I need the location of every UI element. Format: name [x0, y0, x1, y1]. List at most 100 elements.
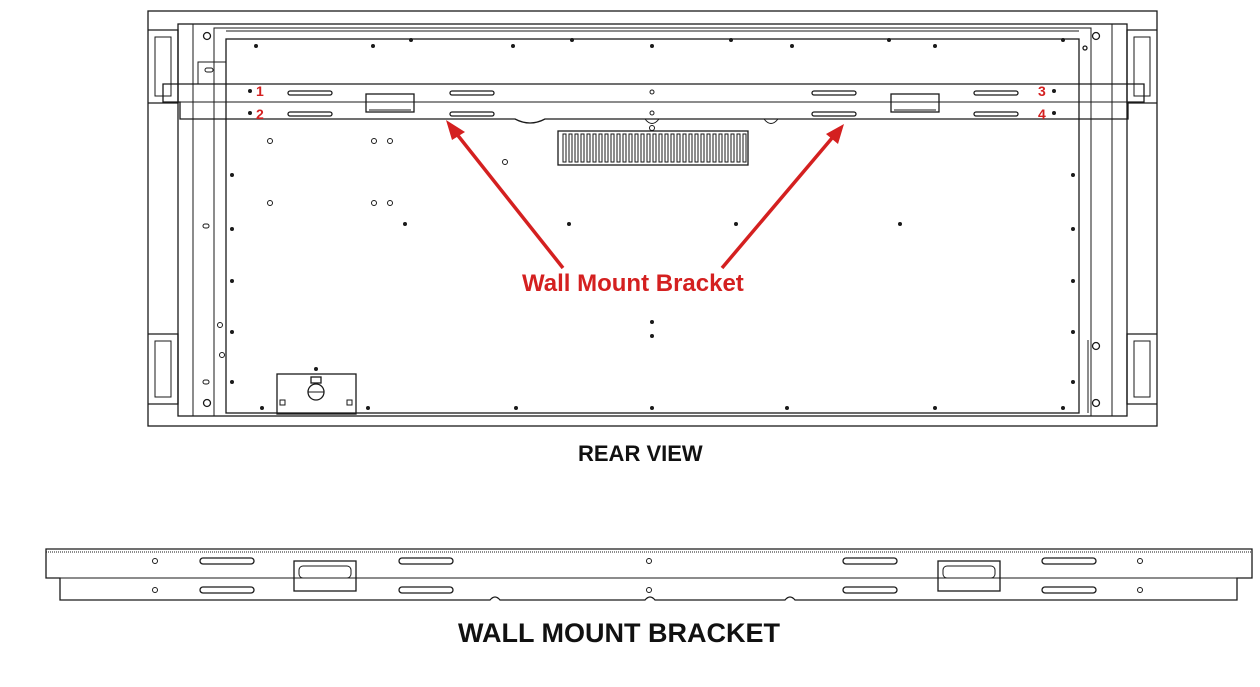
hole-label-4: 4: [1038, 106, 1046, 122]
screw-hole: [933, 406, 937, 410]
screw-hole: [260, 406, 264, 410]
left-slot-2: [202, 379, 210, 385]
connector-screw-right: [346, 399, 353, 406]
bracket-detail-handle-left-grip: [298, 565, 352, 579]
screw-hole: [729, 38, 733, 42]
screw-hole: [1071, 227, 1075, 231]
left-top-ear-inner: [154, 36, 172, 97]
bracket-detail: [45, 548, 1253, 601]
vent-slat: [580, 133, 585, 163]
callout-arrow-right: [720, 129, 840, 270]
screw-hole: [887, 38, 891, 42]
mount-hole: [387, 138, 393, 144]
screw-hole: [1061, 38, 1065, 42]
screw-hole: [570, 38, 574, 42]
hole-label-1: 1: [256, 83, 264, 99]
bracket-detail-outline: [45, 548, 1253, 601]
mount-hole: [387, 200, 393, 206]
mount-hole: [371, 200, 377, 206]
screw-hole: [403, 222, 407, 226]
screw-hole: [366, 406, 370, 410]
vent-slat: [664, 133, 669, 163]
screw-hole: [650, 44, 654, 48]
rear-bracket: [162, 83, 1145, 124]
screw-hole: [230, 227, 234, 231]
vent-slat: [676, 133, 681, 163]
screw-hole: [248, 89, 252, 93]
bracket-handle-left: [365, 93, 415, 113]
screw-hole: [650, 320, 654, 324]
vent-slat: [742, 133, 747, 163]
bracket-caption: WALL MOUNT BRACKET: [458, 618, 780, 648]
right-bottom-ear: [1126, 333, 1157, 405]
screw-hole: [650, 406, 654, 410]
mount-hole: [371, 138, 377, 144]
connector-box-outline: [276, 373, 357, 415]
left-tab: [197, 61, 227, 85]
vent-slat: [688, 133, 693, 163]
vent-slat: [634, 133, 639, 163]
mount-hole: [267, 200, 273, 206]
screw-hole: [371, 44, 375, 48]
screw-hole: [230, 279, 234, 283]
mount-hole: [649, 125, 655, 131]
vent-grille: [557, 130, 749, 166]
screw-hole: [790, 44, 794, 48]
hole-label-3: 3: [1038, 83, 1046, 99]
screw-hole: [734, 222, 738, 226]
screw-hole: [409, 38, 413, 42]
screw-hole: [1061, 406, 1065, 410]
screw-hole: [1071, 279, 1075, 283]
screw-hole: [248, 111, 252, 115]
screw-hole: [254, 44, 258, 48]
bracket-notch-center: [644, 118, 660, 124]
corner-screws: [202, 31, 1101, 408]
screw-hole: [230, 380, 234, 384]
vent-slat: [616, 133, 621, 163]
right-bottom-ear-inner: [1133, 340, 1151, 398]
mount-hole: [502, 159, 508, 165]
vent-slat: [682, 133, 687, 163]
bracket-detail-holes: [152, 558, 1143, 593]
screw-hole: [898, 222, 902, 226]
vent-slat: [574, 133, 579, 163]
vent-slat: [712, 133, 717, 163]
vent-slat: [718, 133, 723, 163]
screw-hole: [1071, 173, 1075, 177]
left-bottom-ear-inner: [154, 340, 172, 398]
screw-hole: [1071, 330, 1075, 334]
vent-slat: [700, 133, 705, 163]
rear-view-caption: REAR VIEW: [578, 441, 703, 466]
screw-hole: [567, 222, 571, 226]
outer-frame: [147, 10, 1158, 427]
mount-hole: [219, 352, 225, 358]
screw-holes: [217, 38, 1075, 410]
left-slot-1: [202, 223, 210, 229]
bracket-detail-handle-right-grip: [942, 565, 996, 579]
vent-slat: [730, 133, 735, 163]
vent-slat: [658, 133, 663, 163]
hole-label-2: 2: [256, 106, 264, 122]
left-bottom-ear: [148, 333, 179, 405]
vent-slat: [592, 133, 597, 163]
back-cover: [225, 38, 1080, 414]
vent-slat: [646, 133, 651, 163]
screw-hole: [230, 173, 234, 177]
vent-slat: [652, 133, 657, 163]
screw-hole: [1071, 380, 1075, 384]
screw-hole: [314, 367, 318, 371]
left-tab-slot: [204, 67, 214, 73]
bracket-center-hole-bottom: [649, 110, 655, 116]
screw-hole: [1052, 111, 1056, 115]
bracket-detail-slots: [199, 557, 1097, 594]
connector-screw-left: [279, 399, 286, 406]
mount-hole: [217, 322, 223, 328]
right-top-ear: [1126, 29, 1157, 104]
screw-hole: [933, 44, 937, 48]
vent-slat: [598, 133, 603, 163]
rear-view-panel: [147, 10, 1158, 427]
vent-slat: [586, 133, 591, 163]
vent-slat: [640, 133, 645, 163]
mount-hole: [267, 138, 273, 144]
connector-box-tab: [310, 376, 322, 384]
